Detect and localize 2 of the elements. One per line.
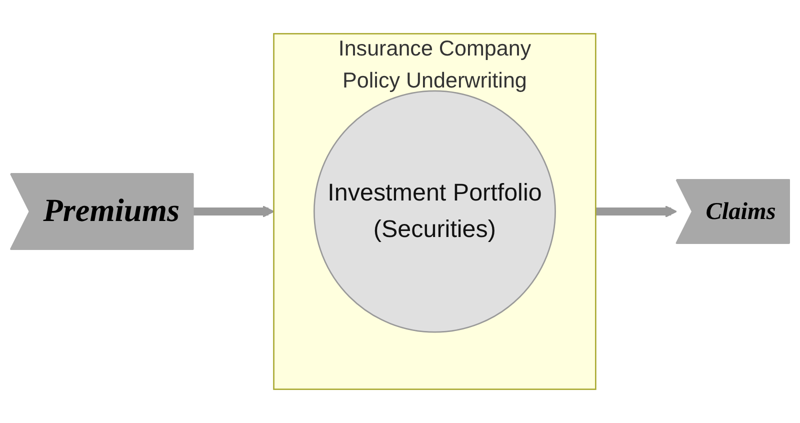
arrow [596,206,677,218]
arrow [193,206,274,218]
